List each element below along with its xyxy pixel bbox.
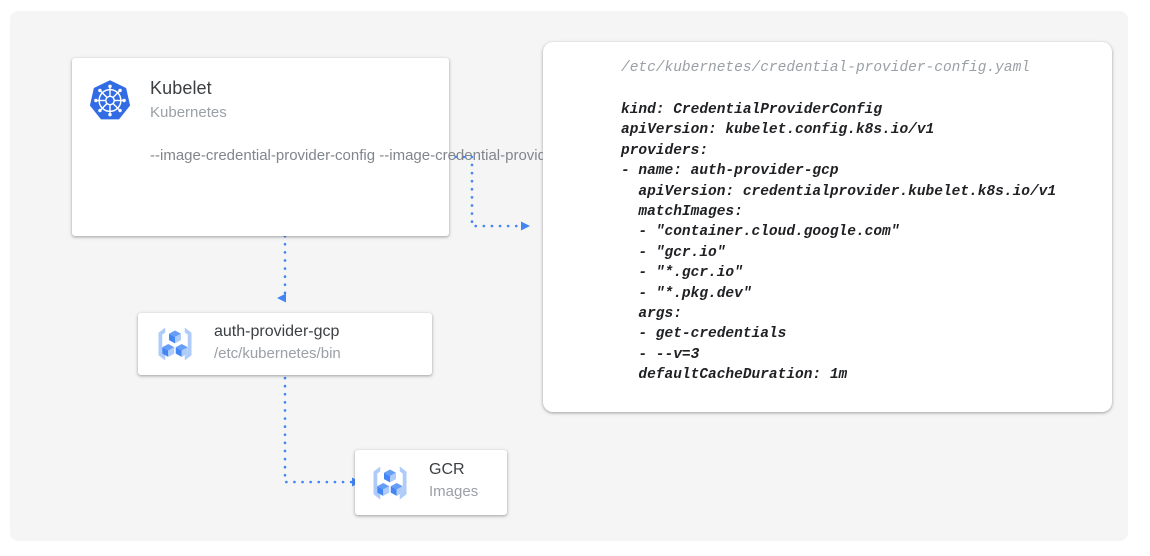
kubernetes-logo-icon [89, 80, 131, 120]
kubelet-flags: --image-credential-provider-config --ima… [150, 147, 606, 164]
node-auth-provider-gcp[interactable]: auth-provider-gcp /etc/kubernetes/bin [138, 313, 432, 375]
auth-provider-subtitle: /etc/kubernetes/bin [214, 345, 341, 362]
gcr-title: GCR [429, 461, 465, 478]
container-registry-icon [373, 466, 407, 500]
config-file-yaml: kind: CredentialProviderConfig apiVersio… [621, 102, 1057, 384]
kubelet-title: Kubelet [150, 78, 212, 98]
node-credential-provider-config[interactable]: /etc/kubernetes/credential-provider-conf… [543, 42, 1112, 412]
kubelet-subtitle: Kubernetes [150, 104, 227, 121]
gcr-subtitle: Images [429, 483, 479, 500]
node-gcr[interactable]: GCR Images [355, 450, 507, 515]
config-file-path: /etc/kubernetes/credential-provider-conf… [621, 60, 1030, 76]
auth-provider-title: auth-provider-gcp [214, 323, 340, 340]
node-kubelet[interactable]: Kubelet Kubernetes --image-credential-pr… [72, 58, 606, 236]
container-registry-icon [158, 327, 192, 361]
